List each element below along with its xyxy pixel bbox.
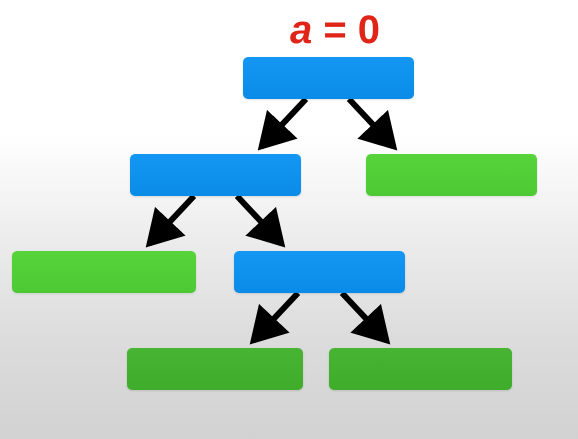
left-decision-node	[130, 154, 301, 196]
title-variable: a	[289, 8, 313, 52]
edge-inner-to-leftleaf	[249, 290, 301, 345]
inner-decision-node	[234, 251, 405, 293]
alpha-parameter-title: a = 0	[250, 2, 420, 58]
edge-left-to-leftleaf	[145, 193, 197, 248]
title-value: 0	[357, 8, 381, 52]
bottom-left-leaf-node	[127, 348, 303, 390]
edge-left-to-inner	[234, 193, 286, 248]
root-decision-node	[243, 57, 414, 99]
edge-root-to-left	[257, 96, 309, 151]
edge-inner-to-rightleaf	[339, 290, 391, 345]
left-leaf-node	[12, 251, 196, 293]
right-leaf-node	[366, 154, 537, 196]
title-operator: =	[312, 8, 358, 52]
bottom-right-leaf-node	[329, 348, 512, 390]
edge-root-to-right	[346, 96, 398, 151]
